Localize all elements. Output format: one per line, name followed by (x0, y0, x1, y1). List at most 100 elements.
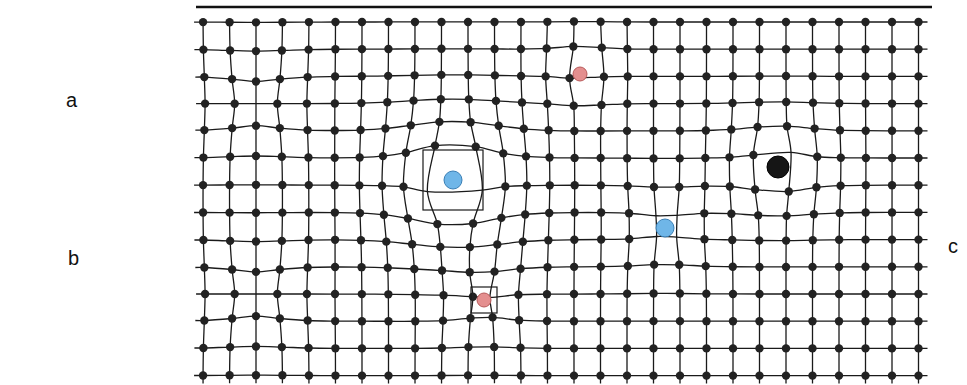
host-atom (808, 263, 816, 271)
host-atom (676, 371, 684, 379)
host-atom (835, 72, 843, 80)
host-atom (888, 181, 896, 189)
host-atom (358, 45, 366, 53)
host-atom (888, 317, 896, 325)
host-atom (623, 45, 631, 53)
lattice-bond (194, 236, 927, 247)
substitutional-atom (656, 219, 674, 237)
host-atom (597, 262, 605, 270)
host-atom (331, 126, 339, 134)
host-atom (888, 154, 896, 162)
host-atom (466, 268, 474, 276)
host-atom (378, 182, 386, 190)
figure-label: b (68, 248, 79, 268)
host-atom (570, 17, 578, 25)
host-atom (469, 292, 477, 300)
host-atom (570, 290, 578, 298)
host-atom (649, 45, 657, 53)
host-atom (358, 290, 366, 298)
host-atom (436, 243, 444, 251)
host-atom (862, 154, 870, 162)
host-atom (407, 121, 415, 129)
host-atom (837, 154, 845, 162)
host-atom (649, 18, 657, 26)
host-atom (331, 236, 339, 244)
host-atom (544, 236, 552, 244)
host-atom (782, 344, 790, 352)
host-atom (225, 181, 233, 189)
host-atom (516, 344, 524, 352)
host-atom (331, 99, 339, 107)
host-atom (331, 208, 339, 216)
host-atom (835, 263, 843, 271)
host-atom (516, 265, 524, 273)
lattice-bond (194, 21, 927, 23)
host-atom (490, 18, 498, 26)
host-atom (623, 371, 631, 379)
host-atom (252, 268, 260, 276)
host-atom (570, 208, 578, 216)
host-atom (543, 100, 551, 108)
host-atom (809, 236, 817, 244)
host-atom (808, 317, 816, 325)
host-atom (808, 72, 816, 80)
host-atom (624, 262, 632, 270)
host-atom (491, 71, 499, 79)
host-atom (522, 152, 530, 160)
host-atom (835, 236, 843, 244)
host-atom (252, 121, 260, 129)
host-atom (596, 344, 604, 352)
host-atom (835, 45, 843, 53)
host-atom (570, 236, 578, 244)
host-atom (273, 290, 281, 298)
host-atom (408, 240, 416, 248)
host-atom (542, 44, 550, 52)
host-atom (649, 72, 657, 80)
host-atom (464, 18, 472, 26)
host-atom (303, 316, 311, 324)
host-atom (755, 45, 763, 53)
host-atom (437, 18, 445, 26)
host-atom (543, 18, 551, 26)
host-atom (330, 181, 338, 189)
host-atom (384, 264, 392, 272)
host-atom (809, 98, 817, 106)
host-atom (492, 97, 500, 105)
host-atom (728, 99, 736, 107)
host-atom (546, 181, 554, 189)
host-atom (381, 124, 389, 132)
host-atom (755, 18, 763, 26)
host-atom (914, 371, 922, 379)
host-atom (782, 45, 790, 53)
host-atom (331, 290, 339, 298)
host-atom (596, 371, 604, 379)
host-atom (545, 153, 553, 161)
host-atom (570, 344, 578, 352)
host-atom (835, 209, 843, 217)
host-atom (199, 236, 207, 244)
host-atom (914, 99, 922, 107)
host-atom (753, 123, 761, 131)
host-atom (914, 181, 922, 189)
host-atom (439, 316, 447, 324)
host-atom (836, 181, 844, 189)
host-atom (501, 182, 509, 190)
host-atom (649, 154, 657, 162)
host-atom (649, 371, 657, 379)
host-atom (861, 235, 869, 243)
host-atom (380, 211, 388, 219)
host-atom (783, 122, 791, 130)
host-atom (252, 312, 260, 320)
host-atom (700, 235, 708, 243)
host-atom (355, 153, 363, 161)
host-atom (702, 290, 710, 298)
host-atom (411, 344, 419, 352)
host-atom (861, 99, 869, 107)
host-atom (565, 74, 573, 82)
host-atom (543, 263, 551, 271)
host-atom (596, 17, 604, 25)
host-atom (808, 45, 816, 53)
host-atom (464, 71, 472, 79)
host-atom (437, 71, 445, 79)
large-impurity-atom (767, 156, 789, 178)
